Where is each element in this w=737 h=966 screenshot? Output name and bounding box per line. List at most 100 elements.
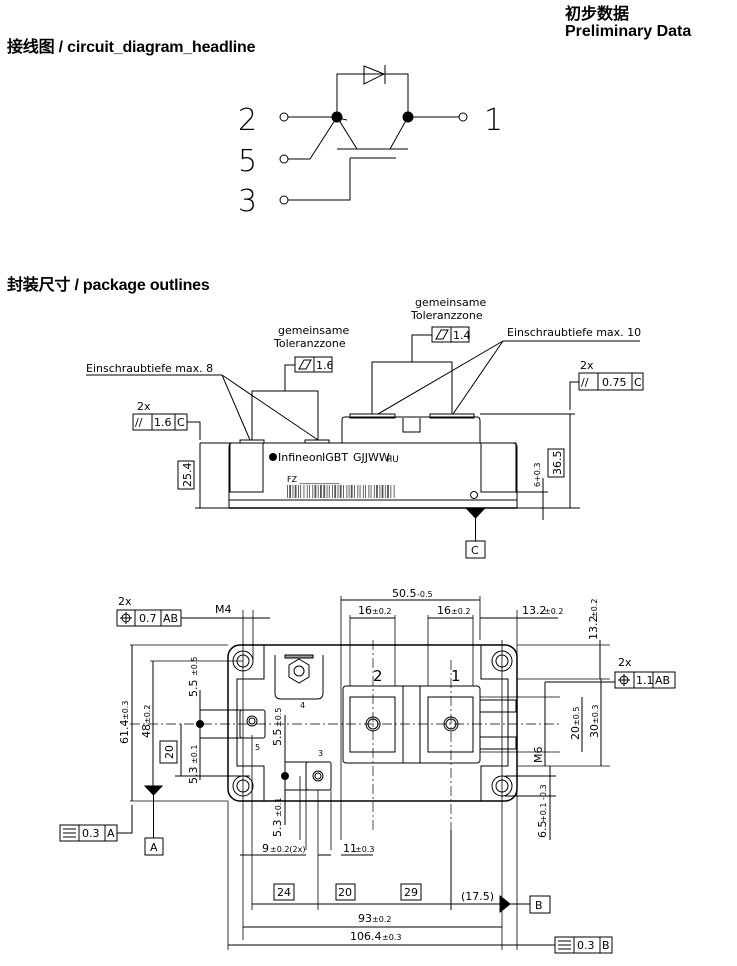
common-zone-right-1: gemeinsame: [415, 296, 486, 309]
parallel-left-value: 1.6: [154, 416, 172, 429]
dim-20-5-tol: ±0.5: [572, 707, 581, 726]
preliminary-en: Preliminary Data: [565, 23, 692, 40]
parallel-left-symbol: //: [135, 416, 143, 429]
dim-5-3-b-tol: ±0.1: [274, 798, 283, 817]
barcode-bar: [370, 485, 372, 498]
flatness-icon: [298, 359, 312, 370]
preliminary-cn: 初步数据: [565, 6, 630, 23]
dim-16-right-tol: ±0.2: [451, 607, 470, 616]
pin-label-2: 2: [238, 103, 257, 138]
barcode-bar: [300, 485, 302, 498]
barcode-bar: [289, 485, 291, 498]
pos-tol-right-count: 2x: [618, 656, 632, 669]
dim-48-tol: ±0.2: [143, 705, 152, 724]
barcode-bar: [365, 485, 366, 498]
dim-106-4-tol: ±0.3: [382, 933, 401, 942]
datum-a-label: A: [150, 841, 158, 854]
right-mount-block: [480, 442, 517, 493]
sym-right-value: 0.3: [577, 939, 595, 952]
pos-tol-left-value: 0.7: [139, 612, 157, 625]
box-29: [400, 883, 422, 901]
symmetry-icon: [63, 828, 76, 838]
barcode: [287, 485, 395, 498]
dim-29: 29: [404, 886, 418, 899]
circuit-diagram: 2 5 3 1: [238, 65, 503, 219]
dim-20-h: 20: [338, 886, 352, 899]
dim-6-5: 6.5: [536, 821, 549, 839]
pos-tol-left-count: 2x: [118, 595, 132, 608]
barcode-bar: [294, 485, 297, 498]
dim-61-4: 61.4: [118, 720, 131, 745]
parallel-right-value: 0.75: [602, 376, 627, 389]
terminal-label-5: 5: [255, 743, 260, 752]
sym-left-datum: A: [107, 827, 115, 840]
flatness-left-value: 1.6: [316, 359, 334, 372]
common-zone-left-2: Toleranzzone: [273, 337, 346, 350]
part-number-text: FZ __________: [287, 475, 341, 484]
barcode-bar: [334, 485, 337, 498]
symmetry-icon: [558, 940, 571, 950]
preliminary-data-label: 初步数据 Preliminary Data: [565, 6, 691, 40]
box-20-h: [335, 883, 356, 901]
barcode-bar: [373, 485, 375, 498]
dim-9: 9: [262, 842, 269, 855]
emitter-arrow-icon: [336, 117, 348, 124]
barcode-bar: [354, 485, 355, 498]
barcode-bar: [337, 485, 339, 498]
dim-93-tol: ±0.2: [372, 915, 391, 924]
barcode-bar: [387, 485, 389, 498]
barcode-bar: [357, 485, 359, 498]
dim-93: 93: [358, 912, 372, 925]
dim-30: 30: [588, 724, 601, 738]
dim-24: 24: [277, 886, 291, 899]
dim-36-5-box: [547, 448, 565, 478]
datum-a-box: [144, 837, 164, 856]
pos-tol-right-datum: AB: [655, 674, 670, 687]
box-20-v: [159, 740, 178, 764]
barcode-bar: [381, 485, 384, 498]
type-text: IGBT: [322, 451, 348, 464]
barcode-bar: [350, 485, 353, 498]
pin-1-terminal: [458, 112, 468, 122]
barcode-bar: [309, 485, 310, 498]
terminal-label-4: 4: [300, 701, 305, 710]
dim-9-tol: ±0.2(2x): [270, 845, 306, 854]
dim-13-2-h-tol: ±0.2: [544, 607, 563, 616]
pos-tol-right-frame: [614, 671, 676, 689]
dim-61-4-tol: ±0.3: [121, 701, 130, 720]
thread-m6: M6: [532, 747, 545, 764]
package-outlines-headline: 封装尺寸 / package outlines: [7, 277, 210, 294]
dim-25-4: 25.4: [181, 463, 194, 488]
barcode-bar: [292, 485, 294, 498]
datum-c-box: [465, 540, 486, 559]
parallel-left-datum: C: [177, 416, 185, 429]
dim-106-4: 106.4: [350, 930, 382, 943]
flatness-right-value: 1.4: [453, 329, 471, 342]
dim-5-5-a: 5.5: [187, 680, 200, 698]
dim-50-5: 50.5: [392, 587, 417, 600]
dim-13-2-v-tol: ±0.2: [590, 599, 599, 618]
dim-6-5-tol: +0.1 -0.3: [539, 784, 548, 822]
barcode-bar: [359, 485, 361, 498]
screw-depth-left: Einschraubtiefe max. 8: [86, 362, 213, 375]
pin-label-5: 5: [238, 144, 257, 179]
dim-5-3-a: 5.3: [187, 767, 200, 785]
dim-11: 11: [343, 842, 357, 855]
symmetry-right-frame: [554, 936, 613, 954]
parallel-right-symbol: //: [581, 376, 589, 389]
dim-5-5-b: 5.5: [271, 729, 284, 747]
brand-text: Infineon: [278, 451, 323, 464]
dim-13-2-h: 13.2: [522, 604, 547, 617]
dim-20-5: 20: [569, 726, 582, 740]
pin-label-1: 1: [484, 103, 503, 138]
dim-48: 48: [140, 724, 153, 738]
side-view: Infineon IGBT GJJWW ЯU FZ __________ C 2…: [86, 296, 644, 559]
barcode-bar: [348, 485, 350, 498]
diode-icon: [363, 65, 386, 85]
barcode-bar: [384, 485, 386, 498]
box-24: [273, 883, 295, 901]
dim-5-5-b-tol: ±0.5: [274, 708, 283, 727]
barcode-bar: [343, 485, 344, 498]
parallel-right-datum: C: [634, 376, 642, 389]
